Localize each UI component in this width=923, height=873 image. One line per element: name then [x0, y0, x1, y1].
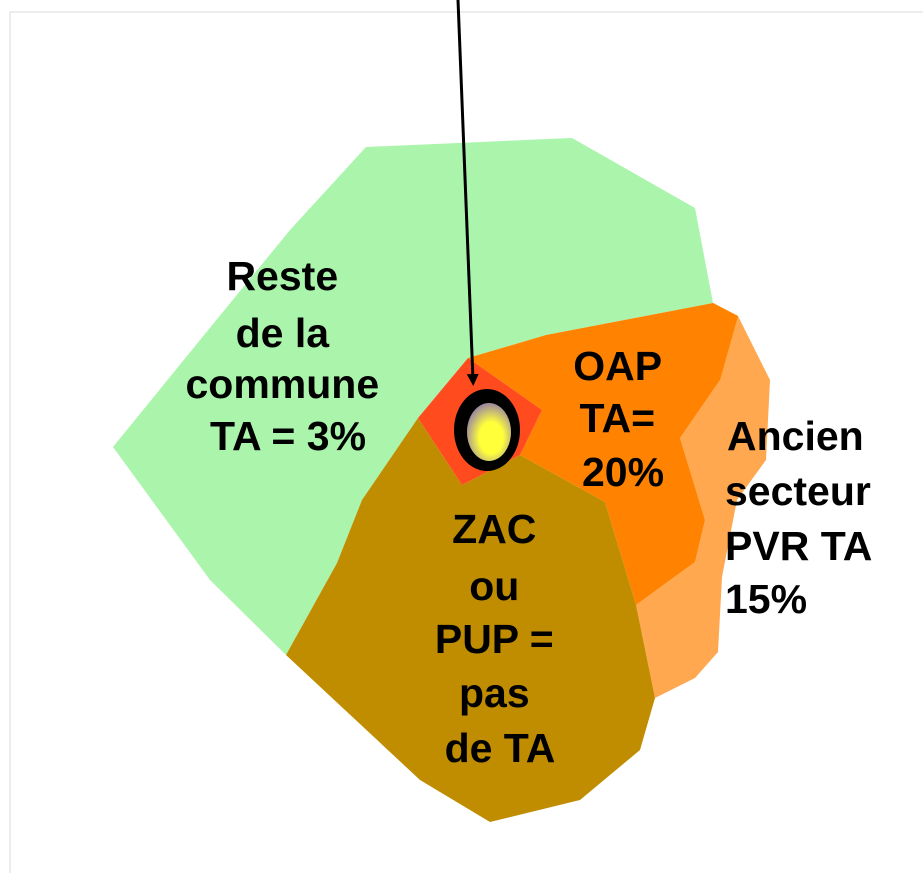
label-zac-pup: ZAC ou PUP = pas de TA — [435, 506, 565, 771]
pointer-arrow — [456, 0, 479, 386]
zone-zac-pup — [286, 418, 655, 822]
zone-oap — [468, 303, 738, 605]
zone-reste-commune — [113, 138, 713, 655]
label-reste-commune: Reste de la commune TA = 3% — [185, 253, 390, 459]
marker-core — [467, 403, 511, 461]
label-ancien-pvr: Ancien secteur PVR TA 15% — [725, 413, 882, 622]
label-oap: OAP TA= 20% — [573, 343, 673, 495]
zone-ancien-pvr — [636, 303, 770, 698]
